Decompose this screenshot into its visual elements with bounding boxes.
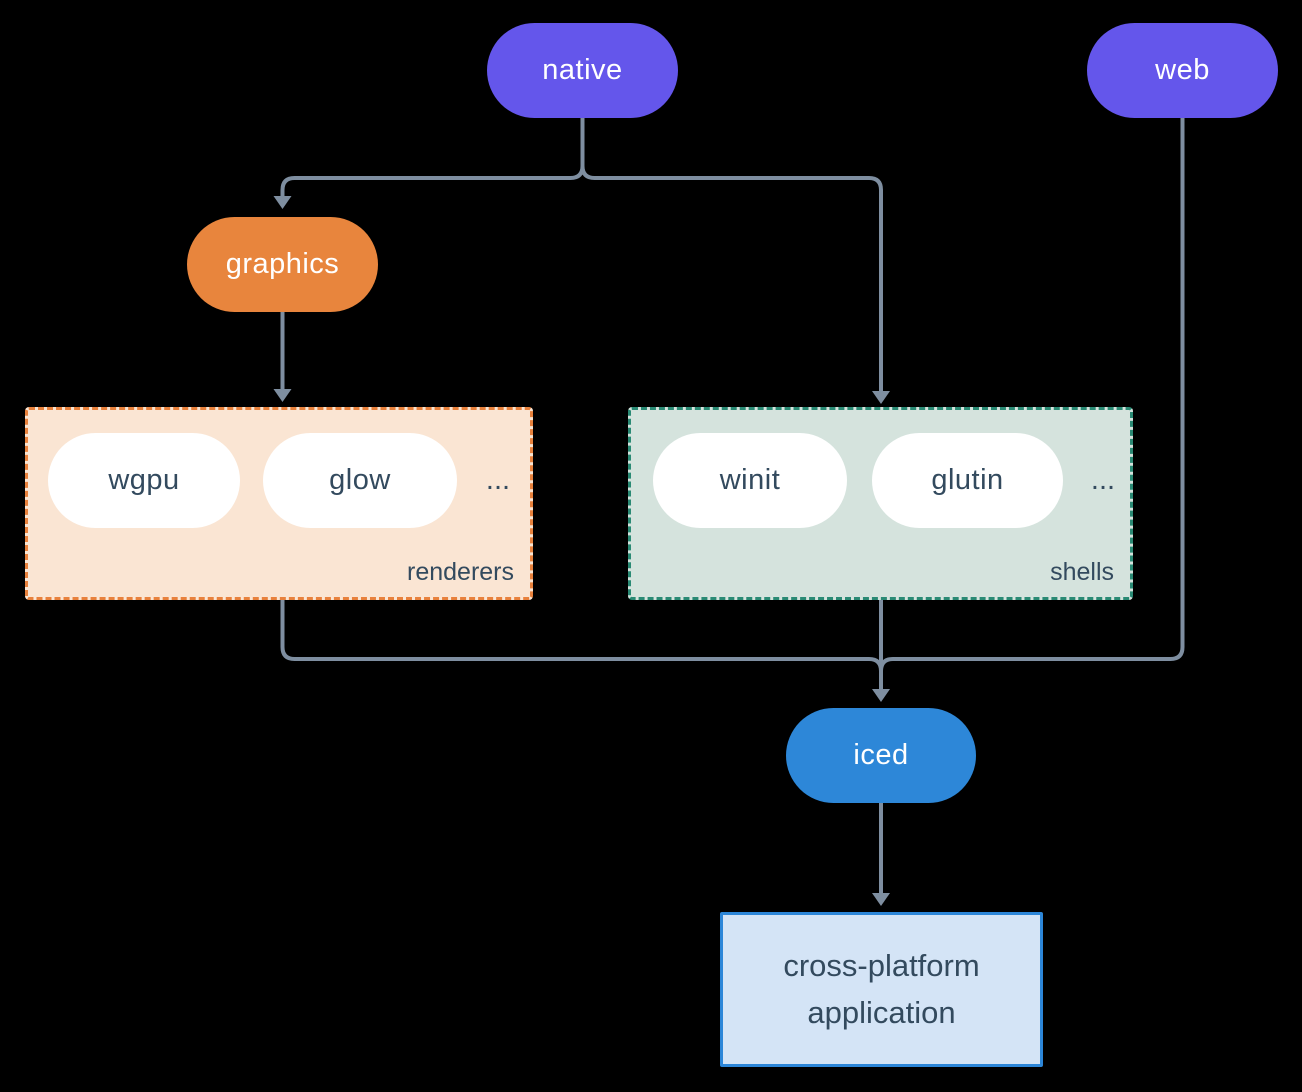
arrowhead-into-renderers — [273, 389, 292, 402]
node-glutin: glutin — [872, 433, 1063, 528]
node-glow-label: glow — [329, 464, 391, 496]
node-winit-label: winit — [719, 464, 781, 496]
node-glutin-label: glutin — [931, 464, 1004, 496]
node-wgpu-label: wgpu — [108, 464, 180, 496]
node-glow: glow — [263, 433, 457, 528]
application-label-line2: application — [807, 994, 956, 1030]
node-wgpu: wgpu — [48, 433, 240, 528]
arrowhead-into-shells — [872, 391, 890, 404]
node-web: web — [1087, 23, 1278, 118]
arrowhead-into-application — [872, 893, 890, 906]
arrowhead-into-graphics — [273, 196, 292, 209]
edge-native-to-shells — [580, 118, 883, 391]
group-renderers: wgpu glow ... renderers — [25, 407, 533, 600]
node-web-label: web — [1155, 54, 1210, 86]
node-native-label: native — [542, 54, 623, 86]
renderers-group-label: renderers — [407, 558, 514, 586]
node-graphics: graphics — [187, 217, 378, 312]
shells-ellipsis: ... — [1090, 464, 1116, 496]
edge-renderers-to-iced — [280, 600, 883, 672]
node-application: cross-platform application — [720, 912, 1043, 1067]
node-iced: iced — [786, 708, 976, 803]
node-graphics-label: graphics — [225, 248, 340, 280]
node-winit: winit — [653, 433, 847, 528]
node-iced-label: iced — [853, 739, 909, 771]
group-shells: winit glutin ... shells — [628, 407, 1133, 600]
application-label-line1: cross-platform — [783, 948, 980, 983]
node-native: native — [487, 23, 678, 118]
arrowhead-into-iced — [872, 689, 890, 702]
renderers-ellipsis: ... — [485, 464, 511, 496]
shells-group-label: shells — [1050, 558, 1114, 586]
edge-native-to-graphics — [280, 118, 585, 196]
